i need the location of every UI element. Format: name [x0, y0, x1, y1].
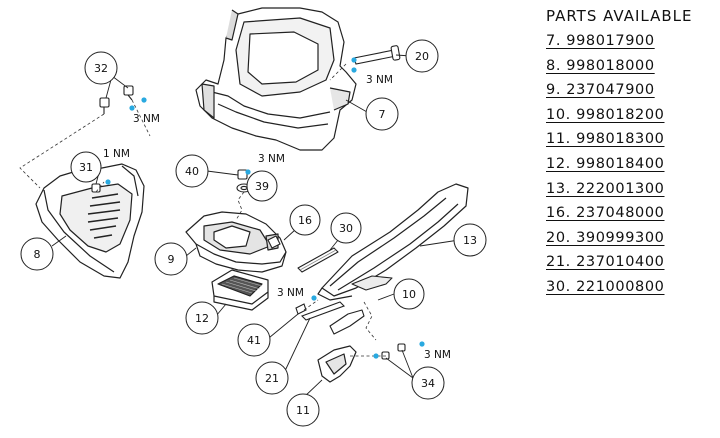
part-10-small-bracket [329, 275, 393, 335]
part-8-lower-cover [35, 163, 145, 279]
torque-label-part41: 3 NM [277, 287, 304, 299]
svg-text:21: 21 [265, 372, 279, 385]
parts-available-title: PARTS AVAILABLE [546, 7, 693, 25]
svg-text:10: 10 [402, 288, 416, 301]
part-21-rod [301, 301, 345, 321]
assembly-dashed-lines [19, 63, 386, 357]
part-link-13[interactable]: 13. 222001300 [546, 180, 665, 197]
callout-bubbles: 20 7 32 31 8 40 39 9 16 30 13 12 10 41 2… [20, 39, 487, 427]
callout-31: 31 [70, 151, 102, 183]
svg-text:9: 9 [168, 253, 175, 266]
part-link-12[interactable]: 12. 998018400 [546, 155, 665, 172]
torque-label-part40: 3 NM [258, 153, 285, 165]
callout-13: 13 [453, 223, 487, 257]
callout-9: 9 [154, 242, 188, 276]
part-31-screw [91, 183, 101, 193]
callout-40: 40 [175, 154, 209, 188]
part-7-headlight-housing [195, 7, 357, 151]
callout-16: 16 [289, 204, 321, 236]
svg-text:13: 13 [463, 234, 477, 247]
svg-text:34: 34 [421, 377, 435, 390]
part-32-screws [99, 85, 134, 114]
part-34-screws [381, 343, 406, 360]
torque-label-part20: 3 NM [366, 74, 393, 86]
part-30-strip [297, 247, 339, 273]
part-41-pin [295, 303, 307, 315]
callout-8: 8 [20, 237, 54, 271]
svg-text:32: 32 [94, 62, 108, 75]
svg-text:20: 20 [415, 50, 429, 63]
part-link-30[interactable]: 30. 221000800 [546, 278, 665, 295]
part-40-bolt [237, 169, 248, 180]
part-9-center-bracket [185, 211, 287, 273]
callout-21: 21 [255, 361, 289, 395]
callout-11: 11 [286, 393, 320, 427]
svg-text:41: 41 [247, 334, 261, 347]
svg-text:40: 40 [185, 165, 199, 178]
callout-34: 34 [411, 366, 445, 400]
torque-label-part31: 1 NM [103, 148, 130, 160]
callout-10: 10 [393, 278, 425, 310]
torque-labels: 3 NM 3 NM 1 NM 3 NM 3 NM 3 NM [103, 74, 451, 361]
part-11-small-cover [317, 345, 357, 383]
callout-41: 41 [237, 323, 271, 357]
callout-12: 12 [185, 301, 219, 335]
part-12-grille-pad [211, 269, 269, 311]
callout-39: 39 [246, 170, 278, 202]
callout-32: 32 [84, 51, 118, 85]
svg-text:39: 39 [255, 180, 269, 193]
part-link-8[interactable]: 8. 998018000 [546, 57, 655, 74]
part-link-9[interactable]: 9. 237047900 [546, 82, 655, 99]
parts-list: 7. 998017900 8. 998018000 9. 237047900 1… [546, 29, 716, 300]
part-link-11[interactable]: 11. 998018300 [546, 131, 665, 148]
svg-text:7: 7 [379, 108, 386, 121]
svg-text:12: 12 [195, 312, 209, 325]
svg-text:8: 8 [34, 248, 41, 261]
torque-label-part34: 3 NM [424, 349, 451, 361]
part-13-side-panel [317, 183, 469, 301]
svg-text:11: 11 [296, 404, 310, 417]
part-16-clip [267, 235, 281, 249]
svg-text:30: 30 [339, 222, 353, 235]
parts-available-panel: PARTS AVAILABLE 7. 998017900 8. 99801800… [546, 6, 716, 300]
part-link-21[interactable]: 21. 237010400 [546, 254, 665, 271]
svg-text:16: 16 [298, 214, 312, 227]
svg-text:31: 31 [79, 161, 93, 174]
part-link-10[interactable]: 10. 998018200 [546, 106, 665, 123]
part-link-16[interactable]: 16. 237048000 [546, 205, 665, 222]
callout-20: 20 [405, 39, 439, 73]
part-link-20[interactable]: 20. 390999300 [546, 229, 665, 246]
callout-30: 30 [330, 212, 362, 244]
callout-7: 7 [365, 97, 399, 131]
part-link-7[interactable]: 7. 998017900 [546, 33, 655, 49]
torque-label-part32: 3 NM [133, 113, 160, 125]
part-20-long-bolt [353, 45, 401, 65]
